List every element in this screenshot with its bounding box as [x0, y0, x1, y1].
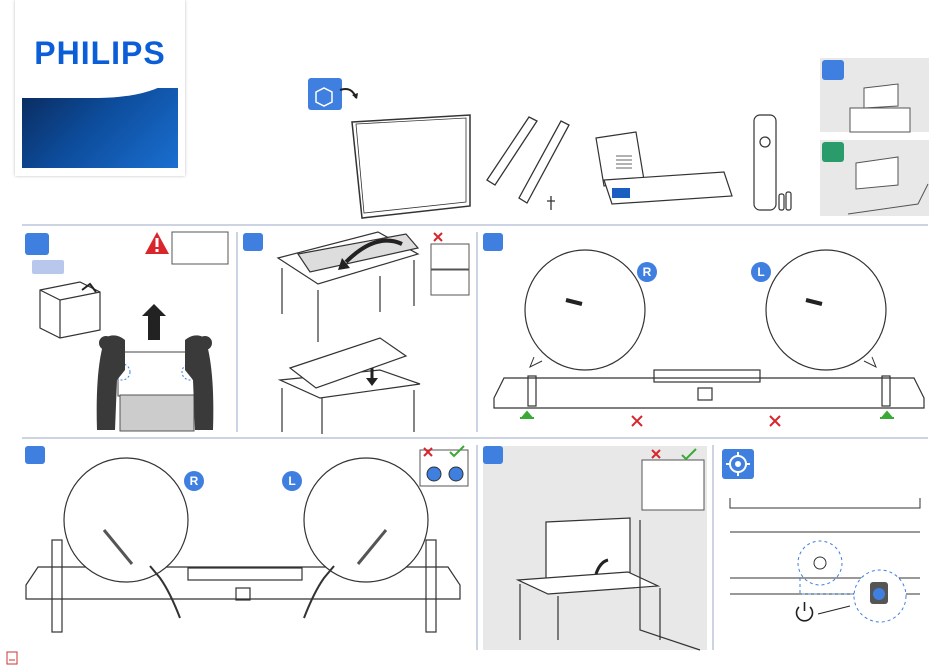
left-side-label: L — [282, 471, 302, 491]
tv-panel-illustration — [352, 115, 470, 218]
documentation-illustration — [596, 132, 732, 204]
target-icon — [722, 449, 754, 479]
right-side-label: R — [184, 471, 204, 491]
warning-icon — [145, 232, 169, 254]
cross-icon — [434, 233, 442, 241]
stand-feet-illustration — [487, 117, 569, 210]
unbox-icon — [308, 78, 358, 110]
up-arrow-icon — [142, 304, 166, 340]
remote-control-illustration — [754, 115, 791, 210]
power-icon — [797, 602, 851, 621]
right-side-label: R — [637, 262, 657, 282]
left-side-label: L — [751, 262, 771, 282]
